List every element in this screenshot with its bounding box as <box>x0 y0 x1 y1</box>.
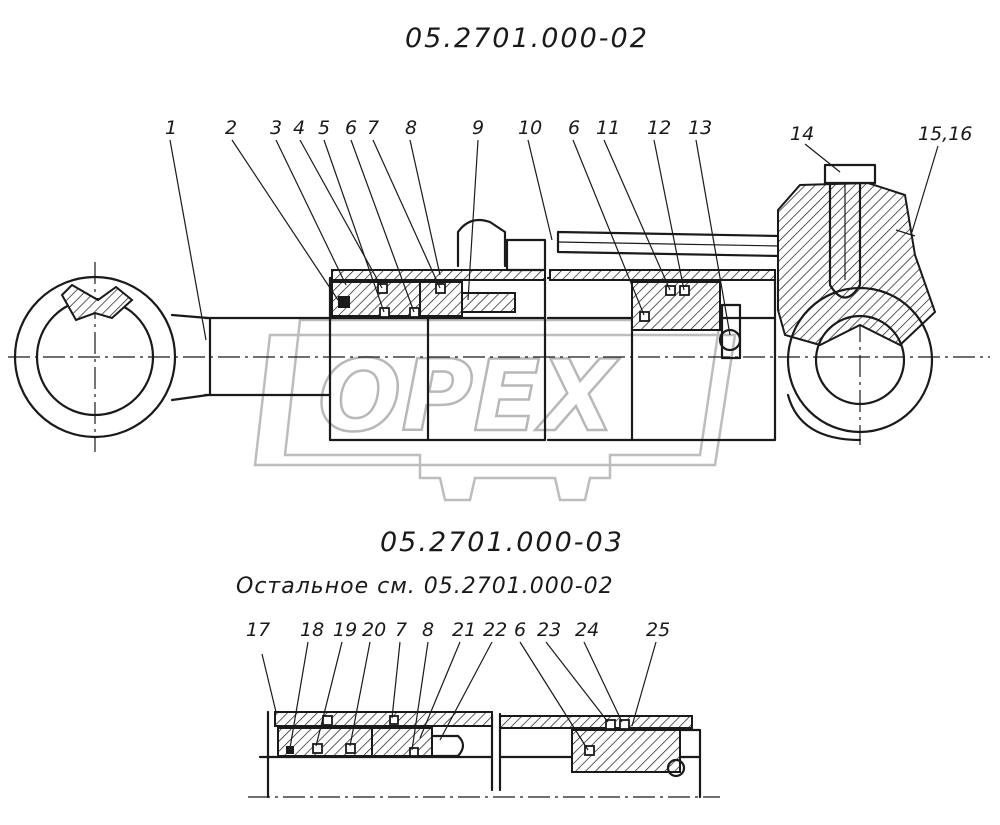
callout-top-4: 4 <box>293 117 305 139</box>
callout-top-6: 6 <box>345 117 357 139</box>
top-callouts: 1 2 3 4 5 6 7 8 9 10 6 11 12 13 14 15,16 <box>165 117 972 341</box>
callout-top-8: 8 <box>405 117 417 139</box>
watermark-frame <box>253 333 737 467</box>
bottom-callouts: 17 18 19 20 7 8 21 22 6 23 24 25 <box>246 619 670 751</box>
bottom-variant-title: 05.2701.000-03 <box>380 527 624 558</box>
callout-top-3: 3 <box>270 117 282 139</box>
callout-bottom-25: 25 <box>646 619 670 641</box>
callout-bottom-22: 22 <box>483 619 507 641</box>
callout-top-7: 7 <box>367 117 379 139</box>
watermark: OPEX <box>253 318 737 502</box>
top-variant-title: 05.2701.000-02 <box>405 23 649 54</box>
cylinder-assembly-03-partial <box>248 710 720 799</box>
callout-top-5: 5 <box>318 117 330 139</box>
callout-bottom-6: 6 <box>514 619 526 641</box>
callout-top-15-16: 15,16 <box>918 123 972 145</box>
callout-bottom-23: 23 <box>537 619 561 641</box>
callout-top-10: 10 <box>518 117 542 139</box>
reference-note: Остальное см. 05.2701.000-02 <box>236 574 614 599</box>
watermark-gear-icon <box>283 318 722 502</box>
callout-bottom-7: 7 <box>395 619 407 641</box>
callout-bottom-18: 18 <box>300 619 324 641</box>
callout-top-6b: 6 <box>568 117 580 139</box>
callout-top-12: 12 <box>647 117 671 139</box>
callout-top-13: 13 <box>688 117 712 139</box>
callout-bottom-8: 8 <box>422 619 434 641</box>
callout-bottom-21: 21 <box>452 619 476 641</box>
callout-top-14: 14 <box>790 123 814 145</box>
callout-top-2: 2 <box>225 117 237 139</box>
callout-bottom-20: 20 <box>362 619 386 641</box>
callout-bottom-19: 19 <box>333 619 357 641</box>
callout-top-1: 1 <box>165 117 177 139</box>
callout-bottom-24: 24 <box>575 619 599 641</box>
watermark-logo: OPEX <box>318 340 620 454</box>
callout-bottom-17: 17 <box>246 619 270 641</box>
callout-top-11: 11 <box>596 117 620 139</box>
callout-top-9: 9 <box>472 117 484 139</box>
